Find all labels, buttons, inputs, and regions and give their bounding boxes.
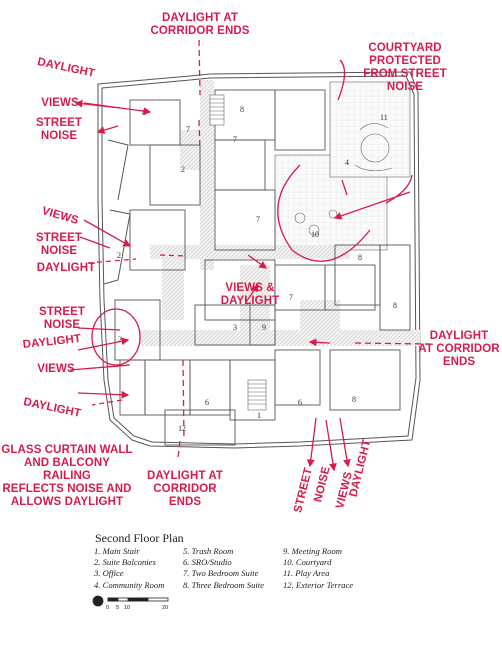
room-number: 7 — [256, 215, 260, 224]
legend-item: 2. Suite Balconies — [94, 557, 156, 568]
scale-label: 0 — [106, 605, 109, 611]
annotation-arrows — [69, 39, 431, 472]
room-number: 8 — [393, 301, 397, 310]
legend-item: 11. Play Area — [283, 568, 330, 579]
legend-item: 9. Meeting Room — [283, 546, 342, 556]
room-number: 2 — [117, 251, 121, 260]
annotation-views-daylight: VIEWS & DAYLIGHT — [220, 282, 280, 307]
legend-item: 4. Community Room — [94, 579, 165, 590]
legend-column-2: 5. Trash Room 6. SRO/Studio 7. Two Bedro… — [183, 546, 264, 591]
room-number: 1 — [257, 411, 261, 420]
legend-column-3: 9. Meeting Room 10. Courtyard 11. Play A… — [283, 546, 353, 591]
room-number: 8 — [240, 105, 244, 114]
annotation-street-noise-2: STREET NOISE — [36, 232, 82, 257]
annotation-daylight-corridor-right: DAYLIGHT AT CORRIDOR ENDS — [418, 330, 500, 368]
annotation-views-3: VIEWS — [37, 363, 75, 375]
annotation-glass-curtain: GLASS CURTAIN WALL AND BALCONY RAILING R… — [1, 444, 133, 508]
room-number: 11 — [380, 113, 388, 122]
legend-column-1: 1. Main Stair 2. Suite Balconies 3. Offi… — [94, 546, 164, 591]
legend-item: 7. Two Bedroom Suite — [183, 568, 259, 579]
room-number: 6 — [205, 398, 209, 407]
annotation-daylight-2: DAYLIGHT — [36, 262, 96, 274]
corridors — [140, 80, 420, 346]
legend-item: 3. Office — [94, 568, 124, 579]
room-number: 9 — [262, 323, 266, 332]
legend-item: 8. Three Bedroom Suite — [183, 579, 264, 590]
plan-caption: Second Floor Plan — [95, 531, 184, 545]
annotation-daylight-bottom: DAYLIGHT AT CORRIDOR ENDS — [146, 470, 224, 508]
scale-label: 20 — [162, 605, 168, 611]
annotation-views-1: VIEWS — [41, 97, 79, 109]
room-numbers: 8 8 11 7 10 7 8 2 2 7 8 7 3 9 2 6 1 8 6 … — [117, 105, 397, 433]
room-number: 10 — [311, 230, 319, 239]
legend-item: 5. Trash Room — [183, 546, 234, 556]
room-number: 2 — [181, 165, 185, 174]
room-number: 8 — [142, 108, 146, 117]
room-number: 7 — [186, 125, 190, 134]
annotation-courtyard: COURTYARD PROTECTED FROM STREET NOISE — [363, 42, 447, 93]
room-number: 12 — [178, 424, 186, 433]
room-number: 8 — [358, 253, 362, 262]
scale-bar — [92, 595, 169, 607]
scale-label: 5 — [116, 605, 119, 611]
scale-label: 10 — [124, 605, 130, 611]
legend-item: 6. SRO/Studio — [183, 557, 232, 568]
room-number: 8 — [352, 395, 356, 404]
room-number: 7 — [233, 135, 237, 144]
stairs — [209, 94, 267, 411]
room-number: 4 — [345, 158, 349, 167]
room-number: 2 — [118, 335, 122, 344]
legend-item: 12. Exterior Terrace — [283, 579, 354, 590]
courtyard — [274, 81, 411, 251]
legend-item: 10. Courtyard — [283, 557, 332, 568]
room-number: 3 — [233, 323, 237, 332]
room-number: 7 — [289, 293, 293, 302]
annotation-daylight-top: DAYLIGHT AT CORRIDOR ENDS — [150, 12, 250, 37]
legend-item: 1. Main Stair — [94, 546, 140, 556]
scale-labels: 0 5 10 20 — [106, 605, 168, 611]
annotation-street-noise-1: STREET NOISE — [36, 117, 82, 142]
room-number: 6 — [298, 398, 302, 407]
annotation-street-noise-3: STREET NOISE — [39, 306, 85, 331]
